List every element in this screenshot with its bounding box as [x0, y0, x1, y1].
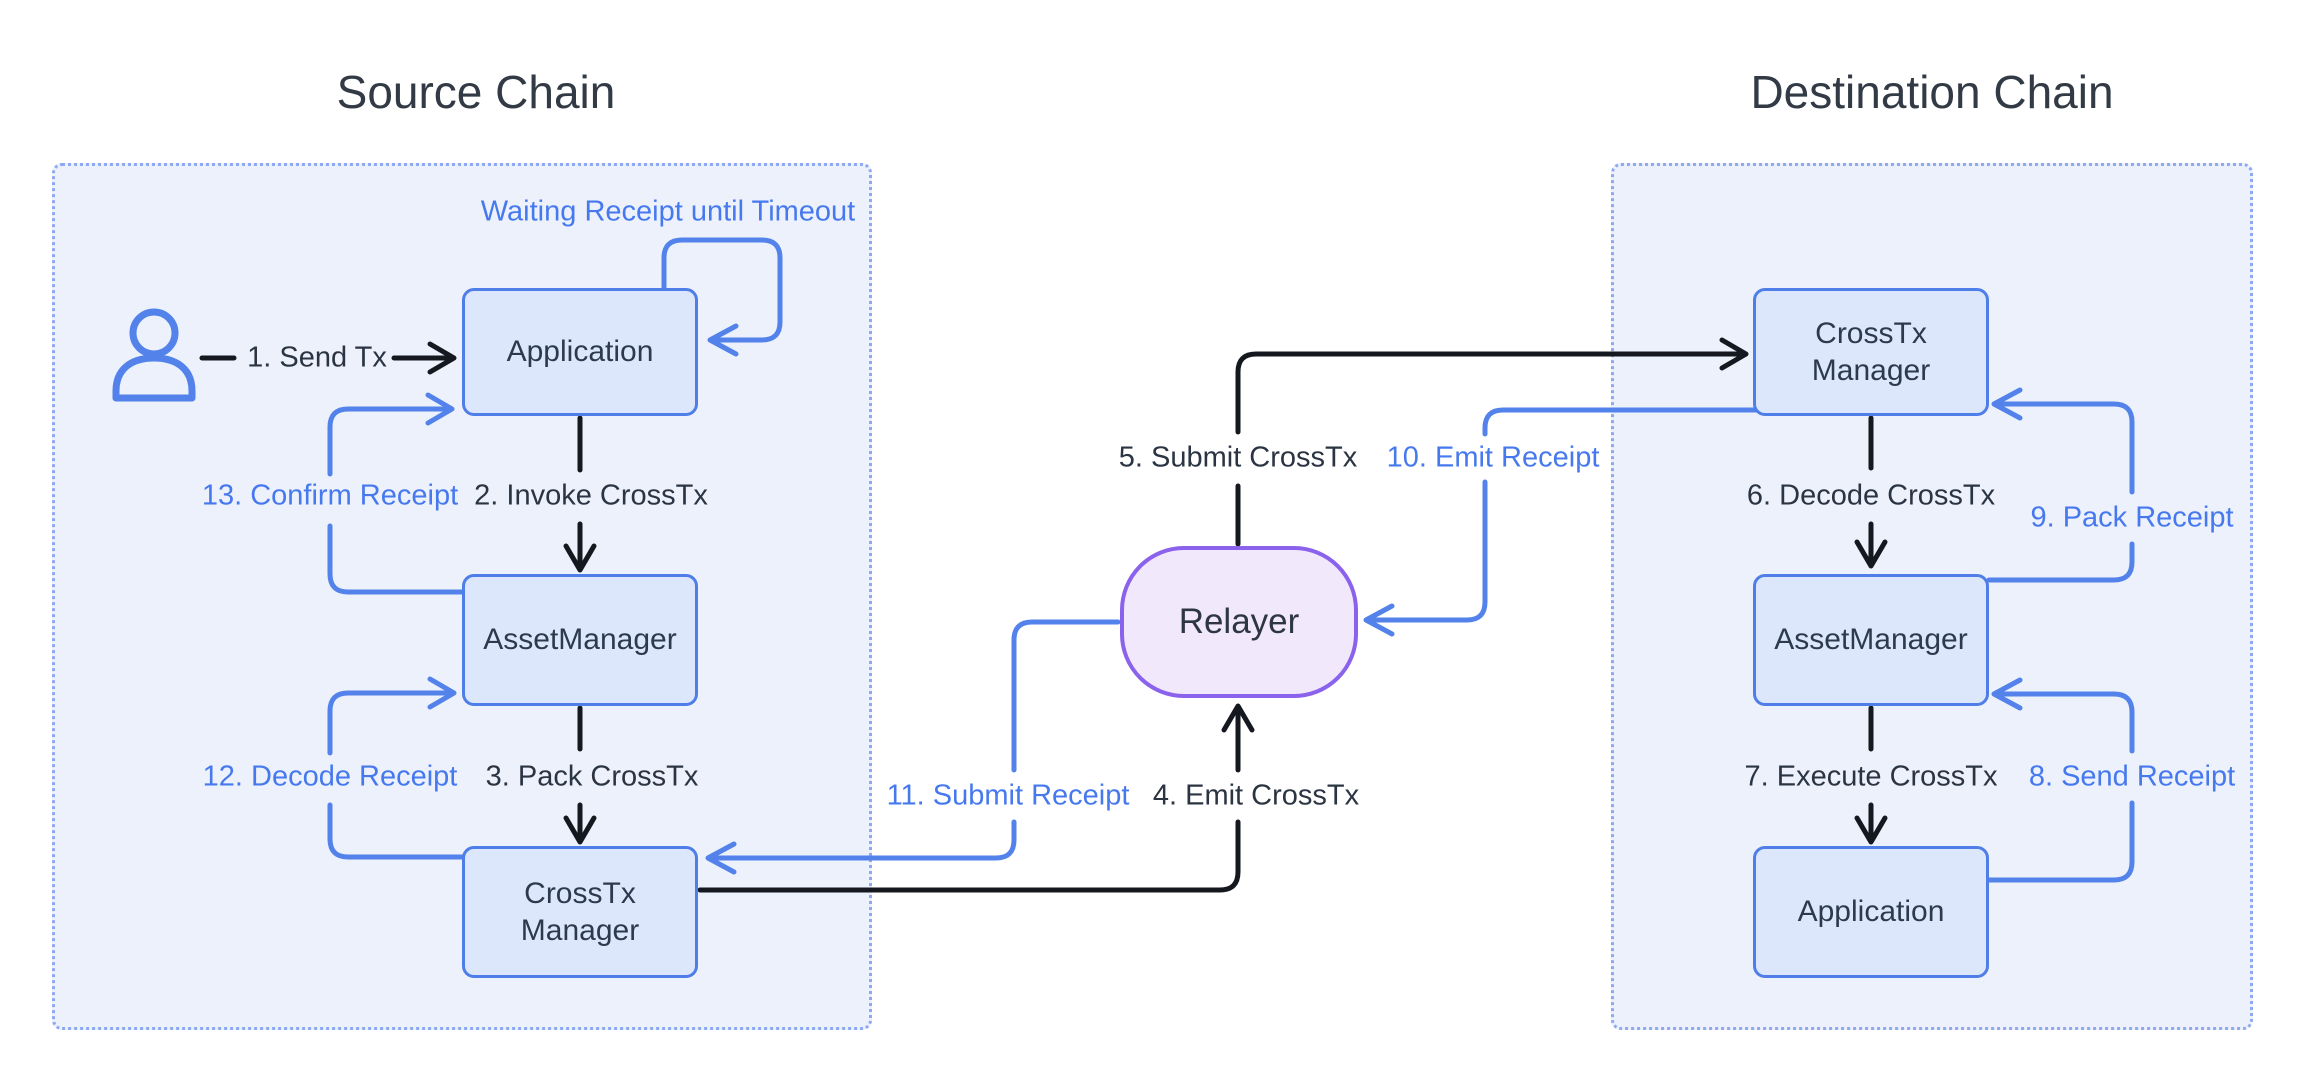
label-step-4: 4. Emit CrossTx	[1152, 779, 1360, 812]
node-relayer-label: Relayer	[1178, 602, 1300, 641]
destination-chain-title: Destination Chain	[1750, 66, 2114, 118]
arrow-submit-crosstx	[1235, 337, 1749, 435]
label-step-12: 12. Decode Receipt	[202, 760, 458, 793]
label-step-6: 6. Decode CrossTx	[1746, 479, 1996, 512]
label-step-5: 5. Submit CrossTx	[1118, 441, 1358, 474]
node-source-crosstx-manager: CrossTx Manager	[462, 846, 698, 978]
user-icon	[112, 308, 196, 402]
arrow-emit-receipt-upper	[1482, 407, 1759, 437]
node-source-application: Application	[462, 288, 698, 416]
arrow-pack-receipt	[1991, 387, 2135, 495]
label-step-8: 8. Send Receipt	[2028, 760, 2236, 793]
arrow-waiting-loop	[661, 237, 783, 357]
node-source-application-label: Application	[506, 335, 654, 369]
label-step-2: 2. Invoke CrossTx	[474, 479, 708, 512]
node-source-asset-manager-label: AssetManager	[483, 623, 677, 657]
arrow-emit-receipt	[1363, 479, 1488, 637]
label-step-10: 10. Emit Receipt	[1386, 441, 1600, 474]
label-step-7: 7. Execute CrossTx	[1744, 760, 1998, 793]
arrow-pack-receipt-lower	[1986, 541, 2135, 583]
arrow-decode-receipt	[327, 676, 457, 756]
source-chain-title: Source Chain	[336, 66, 616, 118]
arrow-decode-crosstx	[1854, 521, 1888, 569]
arrow-send-receipt	[1991, 677, 2135, 754]
arrow-send-receipt-lower	[1986, 800, 2135, 883]
arrow-confirm-receipt	[327, 392, 455, 477]
node-source-asset-manager: AssetManager	[462, 574, 698, 706]
node-dest-asset-manager-label: AssetManager	[1774, 623, 1968, 657]
node-dest-crosstx-manager-line2: Manager	[1811, 354, 1931, 387]
arrow-submit-receipt	[705, 819, 1017, 875]
arrow-invoke-crosstx	[563, 521, 597, 573]
arrow-emit-crosstx	[1221, 703, 1255, 773]
arrow-confirm-receipt-lower	[327, 523, 465, 595]
label-waiting-receipt: Waiting Receipt until Timeout	[480, 195, 856, 228]
node-dest-crosstx-manager: CrossTx Manager	[1753, 288, 1989, 416]
node-dest-asset-manager: AssetManager	[1753, 574, 1989, 706]
arrow-send-tx	[391, 341, 457, 375]
node-source-crosstx-manager-line1: CrossTx	[524, 876, 636, 910]
label-step-11: 11. Submit Receipt	[886, 779, 1130, 812]
label-step-13: 13. Confirm Receipt	[201, 479, 459, 512]
arrow-submit-receipt-upper	[1011, 619, 1121, 773]
label-step-3: 3. Pack CrossTx	[485, 760, 699, 793]
arrow-emit-crosstx-lower	[697, 819, 1241, 893]
node-dest-application-label: Application	[1797, 895, 1945, 929]
label-step-1: 1. Send Tx	[247, 341, 387, 374]
node-relayer: Relayer	[1120, 546, 1358, 698]
node-dest-crosstx-manager-line1: CrossTx	[1815, 316, 1927, 350]
arrow-pack-crosstx	[563, 802, 597, 845]
node-source-crosstx-manager-line2: Manager	[520, 914, 640, 947]
label-step-9: 9. Pack Receipt	[2030, 501, 2234, 534]
arrow-decode-receipt-lower	[327, 802, 465, 860]
arrow-execute-crosstx	[1854, 802, 1888, 845]
node-dest-application: Application	[1753, 846, 1989, 978]
